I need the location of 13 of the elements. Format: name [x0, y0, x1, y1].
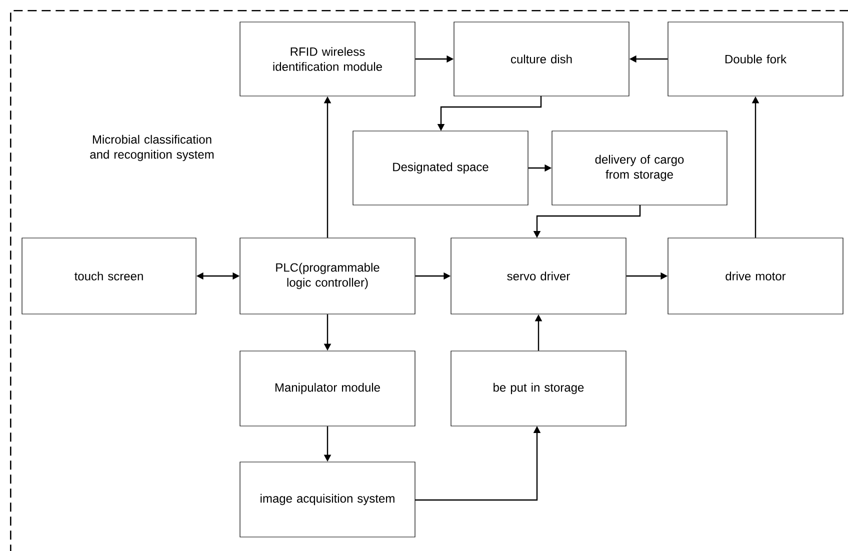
process-box: touch screen [22, 238, 196, 314]
process-box: culture dish [454, 22, 630, 96]
process-box: PLC(programmable logic controller) [240, 238, 416, 314]
process-box: Manipulator module [240, 350, 416, 426]
process-box: Designated space [352, 130, 528, 206]
process-box: delivery of cargo from storage [552, 130, 728, 206]
process-box: drive motor [668, 238, 844, 314]
process-box: servo driver [450, 238, 626, 314]
system-label: Microbial classification and recognition system [90, 134, 214, 162]
process-box: Double fork [668, 22, 844, 96]
process-box: image acquisition system [240, 462, 416, 538]
process-box: be put in storage [450, 350, 626, 426]
process-box: RFID wireless identification module [240, 22, 416, 96]
